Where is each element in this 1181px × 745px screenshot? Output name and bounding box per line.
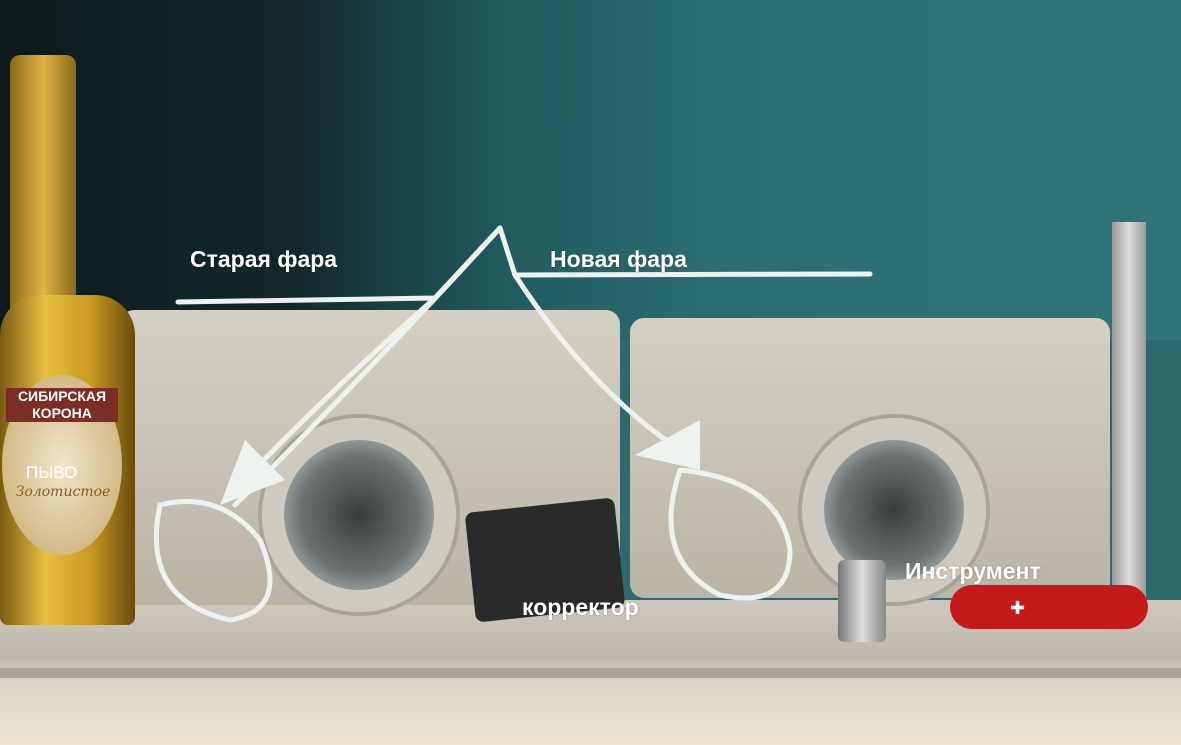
shelf-edge <box>0 668 1181 678</box>
arrow-new-corrector <box>512 272 683 453</box>
beer-annotation: ПЫВО <box>26 463 78 482</box>
swiss-cross-icon: ✚ <box>1010 598 1026 618</box>
bottle-variety: Золотистое <box>15 484 111 500</box>
circle-old <box>153 499 273 623</box>
old-headlight-label: Старая фара <box>190 246 338 272</box>
arrowhead-new <box>635 420 700 470</box>
socket-tool <box>838 560 886 642</box>
arrowhead-old <box>220 440 285 505</box>
swiss-knife <box>950 585 1148 629</box>
bottle-neck <box>10 55 76 315</box>
arrow-old-corrector <box>232 225 503 508</box>
new-headlight-label: Новая фара <box>550 246 687 272</box>
circle-new <box>668 467 793 601</box>
metal-ruler <box>1112 222 1146 602</box>
corrector-label: корректор <box>522 594 639 620</box>
teal-wall <box>0 0 1181 340</box>
tool-label: Инструмент <box>905 558 1041 584</box>
